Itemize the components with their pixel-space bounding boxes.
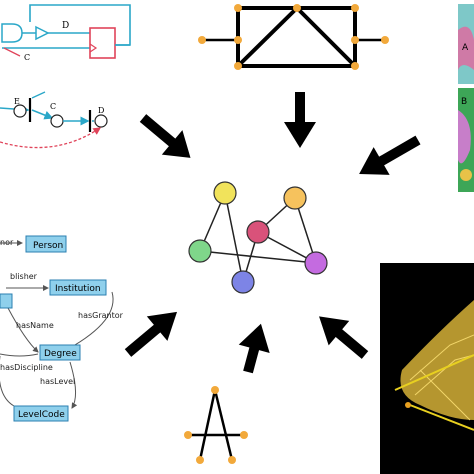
edge-left-loop xyxy=(0,356,15,407)
node xyxy=(196,456,204,464)
panel-a-texture xyxy=(458,26,474,71)
arrow-top xyxy=(284,92,316,148)
edge-hasgrantor xyxy=(67,291,114,350)
node-levelcode xyxy=(13,405,69,422)
mesh-render xyxy=(380,263,474,474)
node xyxy=(234,36,242,44)
node-institution xyxy=(49,279,107,296)
node-degree-label: Degree xyxy=(44,349,77,359)
arrows xyxy=(124,92,421,374)
clock-input-icon xyxy=(89,43,98,53)
node xyxy=(351,62,359,70)
arrow-bottom-left xyxy=(124,311,178,357)
wire-label-d: D xyxy=(62,21,69,31)
node xyxy=(234,62,242,70)
arrow-top-right xyxy=(359,135,421,175)
node-magenta xyxy=(246,220,270,244)
node xyxy=(381,36,389,44)
petri-label-d: D xyxy=(98,106,104,115)
center-graph xyxy=(188,181,328,294)
panel-b-texture xyxy=(458,110,471,164)
edge-hasname xyxy=(7,307,39,353)
node xyxy=(351,4,359,12)
ontology-graph: nor blisher hasGrantor hasName hasDiscip… xyxy=(0,235,124,422)
node-green xyxy=(188,239,212,263)
place-2 xyxy=(50,114,64,128)
petri-net: E C D xyxy=(0,91,108,149)
panel-a-label: A xyxy=(462,43,469,53)
node-yellow xyxy=(213,181,237,205)
mesh-node xyxy=(405,402,411,408)
mesh-edge xyxy=(394,354,474,391)
edge-label-publisher: blisher xyxy=(10,272,38,281)
node xyxy=(228,456,236,464)
node xyxy=(184,431,192,439)
inhibitor-arc xyxy=(0,127,102,149)
arrow-bottom-right xyxy=(319,316,369,359)
diagonal-right xyxy=(295,6,357,68)
node-person-label: Person xyxy=(33,241,63,251)
node-blue xyxy=(231,270,255,294)
clock-pulse xyxy=(3,47,21,57)
panel-b-label: B xyxy=(461,97,467,107)
node-institution-label: Institution xyxy=(55,284,101,294)
edge-haslevel xyxy=(69,361,78,409)
node xyxy=(234,4,242,12)
mesh-surface xyxy=(400,300,474,420)
mesh-wireframe xyxy=(409,334,474,421)
square-frame xyxy=(236,6,357,68)
arc-upper xyxy=(31,91,46,99)
diagonal-left xyxy=(236,6,299,68)
and-gate xyxy=(1,23,23,43)
node xyxy=(198,36,206,44)
tree-graph xyxy=(184,386,248,464)
square-graph xyxy=(198,4,389,70)
circuit-schematic: D C xyxy=(1,4,131,62)
node-orange xyxy=(283,186,307,210)
flip-flop xyxy=(89,27,116,59)
clock-label: C xyxy=(24,53,30,62)
edge-label-hasname: hasName xyxy=(16,321,54,330)
node-purple xyxy=(304,251,328,275)
microscopy-panels: A B xyxy=(458,4,474,192)
node xyxy=(293,4,301,12)
panel-b-spot xyxy=(460,169,472,181)
square-nodes xyxy=(198,4,389,70)
node xyxy=(240,431,248,439)
node-partial xyxy=(0,293,13,309)
place-3 xyxy=(94,114,108,128)
edge-label-hasgrantor: hasGrantor xyxy=(78,311,124,320)
buffer-gate xyxy=(35,25,50,41)
node-degree xyxy=(39,344,81,361)
arrow-bottom xyxy=(238,323,270,374)
edge-label-hasdiscipline: hasDiscipline xyxy=(0,363,53,372)
arrow-top-left xyxy=(139,114,191,158)
edge-hasdiscipline xyxy=(0,353,39,357)
node-levelcode-label: LevelCode xyxy=(18,410,65,420)
node-person xyxy=(25,235,67,253)
edge-label-haslevel: hasLevel xyxy=(40,377,75,386)
node xyxy=(351,36,359,44)
place-1 xyxy=(13,104,27,118)
petri-label-c: C xyxy=(50,102,56,111)
node xyxy=(211,386,219,394)
petri-label-e: E xyxy=(14,97,20,106)
edge-label-nor: nor xyxy=(0,238,14,247)
